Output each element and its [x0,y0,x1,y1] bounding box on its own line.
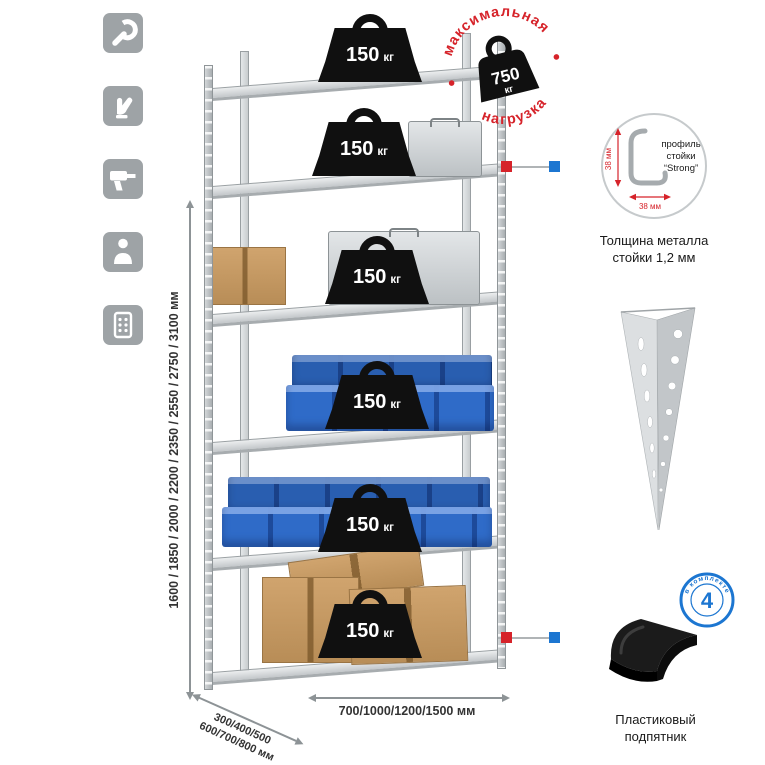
stamp-top-text: максимальная [432,0,555,61]
load-value: 150 [346,44,380,66]
profile-caption-line2: стойки 1,2 мм [612,249,696,265]
connector-blue-top [549,161,560,172]
load-unit: кг [377,146,388,158]
load-unit: кг [390,274,401,286]
load-unit: кг [383,522,394,534]
width-arrow-right [502,694,510,702]
drill-icon [103,159,143,199]
glove-icon [103,86,143,126]
profile-dim-vertical: 38 мм [604,148,613,170]
profile-callout: 38 мм 38 мм профиль стойки “Strong” [601,113,707,219]
callout-lead-top [498,166,560,168]
cardboard-box-shelf3 [204,247,286,305]
height-dimension-label: 1600 / 1850 / 2000 / 2200 / 2350 / 2550 … [167,291,181,609]
rack-post-front-left [204,65,213,690]
load-value: 150 [353,266,387,288]
load-value: 150 [346,514,380,536]
wrench-icon [103,13,143,53]
foot-caption-line1: Пластиковый [615,712,696,727]
angle-post-image [620,307,696,531]
plastic-foot-image [609,619,697,682]
width-dimension-label: 700/1000/1200/1500 мм [338,704,476,718]
load-unit: кг [383,628,394,640]
profile-diagram: 38 мм 38 мм профиль стойки “Strong” [604,128,701,211]
connector-blue-bottom [549,632,560,643]
load-unit: кг [383,52,394,64]
kit-count-badge: в комплекте 4 [679,572,735,628]
load-unit: кг [390,399,401,411]
load-value: 150 [340,138,374,160]
width-arrow-left [308,694,316,702]
profile-plate-icon [103,305,143,345]
profile-label-2: стойки [666,151,695,162]
profile-caption-line1: Толщина металла [599,233,709,248]
person-icon [103,232,143,272]
profile-dim-horizontal: 38 мм [639,202,661,211]
svg-text:максимальная: максимальная [432,0,555,61]
profile-label-1: профиль [661,139,700,150]
load-value: 150 [346,620,380,642]
foot-caption-line2: подпятник [624,728,687,744]
height-dimension-line [189,208,191,692]
callout-lead-bottom [498,637,560,639]
badge-value: 4 [701,588,714,613]
stamp-unit: кг [503,83,514,96]
foot-caption: Пластиковый подпятник [583,712,728,746]
connector-red-bottom [501,632,512,643]
rack-post-back-left [240,51,249,673]
width-dimension-line [314,697,502,699]
load-value: 150 [353,391,387,413]
connector-red-top [501,161,512,172]
profile-caption: Толщина металла стойки 1,2 мм [578,233,730,267]
aluminum-case-small [408,121,482,177]
profile-shape [628,128,668,186]
stamp-weight-body [478,49,540,103]
height-arrow-top [186,200,194,208]
depth-dimension-label: 300/400/500 600/700/800 мм [179,699,300,765]
height-arrow-bottom [186,692,194,700]
profile-label-3: “Strong” [664,163,698,174]
